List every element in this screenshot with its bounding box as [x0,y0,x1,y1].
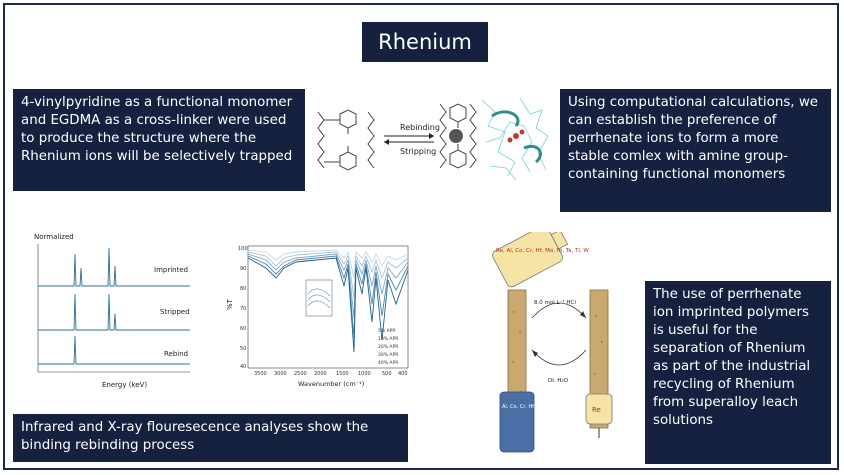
molecular-model-image [481,97,549,181]
ftir-ytick-60: 60 [240,326,246,332]
feed-bottle-icon [492,232,569,288]
text-box-synthesis: 4-vinylpyridine as a functional monomer … [13,89,305,191]
ftir-legend-40: 40% APR [378,360,398,366]
ftir-xlabel: Wavenumber (cm⁻¹) [298,380,364,388]
xrf-ylabel: Normalized [34,233,74,241]
ftir-legend-10: 10% APR [378,336,398,342]
ftir-legend-30: 30% APR [378,352,398,358]
slide-frame [3,3,839,470]
xrf-xlabel: Energy (keV) [102,381,147,389]
product-beaker-icon [585,393,613,425]
waste-beaker-label: Al, Co, Cr, Hf, Mo, Ni, Ta, Ti, W [502,404,577,410]
page-title: Rhenium [362,22,488,62]
ftir-ytick-90: 90 [240,266,246,272]
ftir-xtick-3000: 3000 [274,371,287,377]
xrf-trace-imprinted: Imprinted [154,266,188,274]
feed-bottle-label: Re, Al, Co, Cr, Hf, Mo, Ni, Ta, Ti, W [496,248,589,254]
ftir-spectra-chart: %T 100 90 80 70 60 50 40 3500 3000 2500 … [226,245,409,388]
ftir-legend-20: 20% APR [378,344,398,350]
ftir-ytick-40: 40 [240,364,246,370]
ftir-xtick-2500: 2500 [294,371,307,377]
text-box-application: The use of perrhenate ion imprinted poly… [645,281,831,464]
acid-label: 8.0 mol L⁻¹ HCl [534,299,576,306]
xrf-trace-stripped: Stripped [160,308,190,316]
ftir-xtick-1500: 1500 [336,371,349,377]
imprinting-scheme: Rebinding Stripping [317,97,549,181]
ftir-ytick-70: 70 [240,306,246,312]
product-beaker-label: Re [592,406,601,414]
ftir-xtick-2000: 2000 [314,371,327,377]
column-separation-diagram: Re, Al, Co, Cr, Hf, Mo, Ni, Ta, Ti, W 8.… [492,232,613,453]
ftir-xtick-1000: 1000 [358,371,371,377]
waste-beaker-icon [499,391,535,453]
text-box-computation: Using computational calculations, we can… [560,89,831,212]
text-box-analysis: Infrared and X-ray flouresecence analyse… [13,414,408,462]
ftir-ytick-100: 100 [238,246,248,252]
perrhenate-ion [449,129,463,143]
ftir-ylabel: %T [226,298,234,310]
water-label: DI. H₂O [548,378,569,384]
xrf-spectra-chart: Normalized Imprinted Stripped Rebind Ene… [34,233,190,389]
ftir-xtick-3500: 3500 [254,371,267,377]
xrf-trace-rebind: Rebind [164,350,188,358]
ftir-xtick-500: 500 [382,371,392,377]
ftir-ytick-50: 50 [240,346,246,352]
ftir-legend-5: 5% APR [378,328,396,334]
stripping-label: Stripping [400,147,436,156]
ftir-xtick-400: 400 [398,371,408,377]
ftir-ytick-80: 80 [240,286,246,292]
rebinding-label: Rebinding [400,123,440,132]
